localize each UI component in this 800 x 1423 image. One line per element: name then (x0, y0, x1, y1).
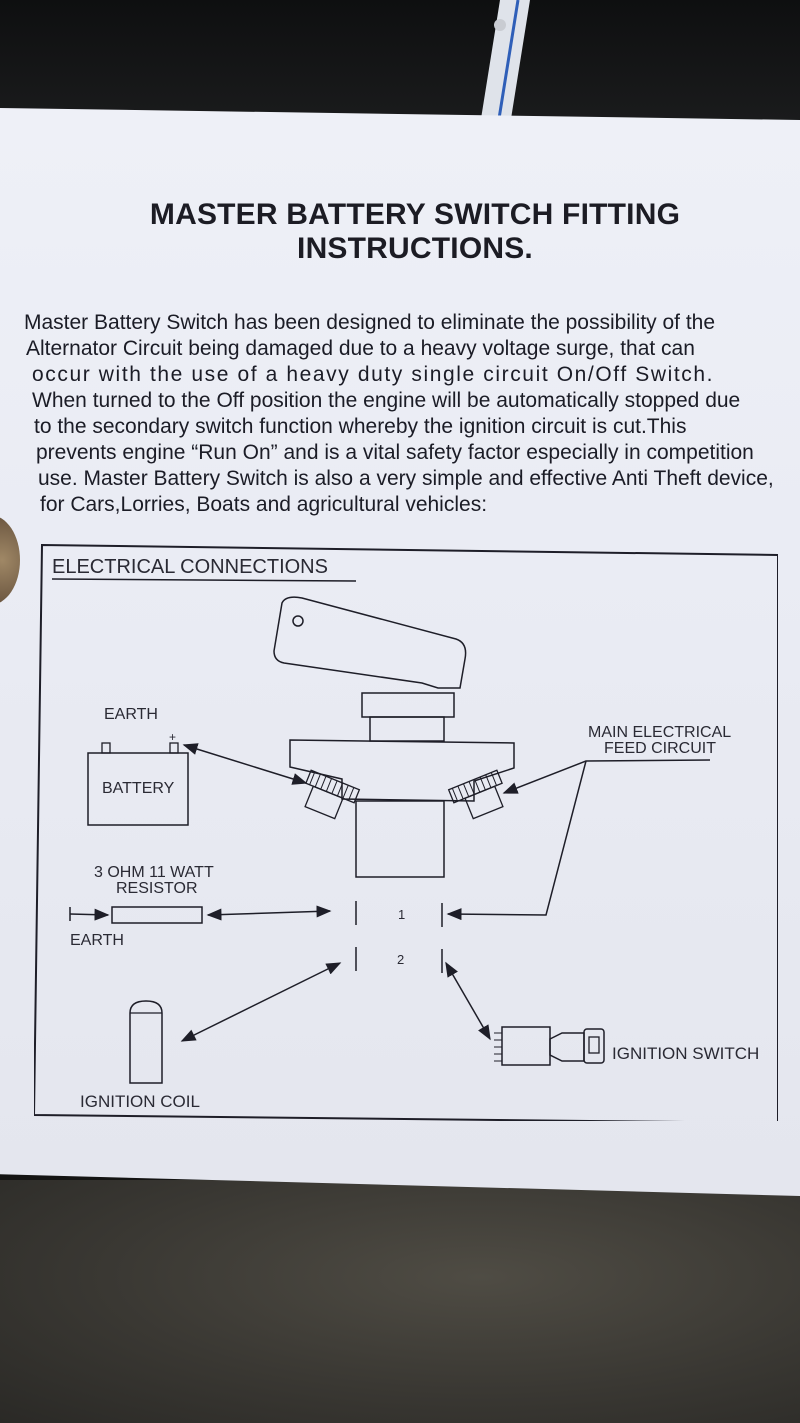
description-paragraph: Master Battery Switch has been designed … (24, 310, 800, 518)
instruction-sheet (0, 108, 800, 1196)
paragraph-line: When turned to the Off position the engi… (32, 389, 741, 412)
switch-base (355, 800, 445, 878)
ignition-wire (445, 961, 491, 1041)
main-feed-label-2: FEED CIRCUIT (604, 740, 716, 757)
dark-background (0, 0, 800, 120)
ignition-switch-body (501, 1026, 551, 1066)
ignition-key-icon (549, 1032, 585, 1062)
paragraph-line: Master Battery Switch has been designed … (24, 311, 716, 334)
main-feed-wire-lower (446, 760, 587, 921)
page-title-line-1: MASTER BATTERY SWITCH FITTING (149, 198, 681, 231)
battery-label: BATTERY (102, 780, 175, 797)
resistor-icon (111, 906, 203, 924)
paragraph-line: use. Master Battery Switch is also a ver… (38, 467, 774, 490)
battery-negative-terminal (101, 742, 111, 754)
cable-icon (480, 0, 530, 125)
heading-underline (51, 578, 357, 582)
lever-hole-icon (292, 615, 304, 627)
coil-wire (180, 962, 342, 1042)
electrical-connections-diagram: ELECTRICAL CONNECTIONS EARTH + BATTERY M… (34, 543, 778, 1121)
ignition-coil-label: IGNITION COIL (80, 1092, 200, 1111)
ignition-coil-icon (129, 1000, 163, 1084)
terminal-right-icon (447, 769, 504, 820)
earth-wire (69, 908, 110, 921)
switch-collar (361, 692, 455, 718)
terminal-left-icon (304, 769, 361, 820)
resistor-label-2: RESISTOR (116, 880, 198, 897)
main-feed-label-1: MAIN ELECTRICAL (588, 724, 731, 741)
main-feed-wire (502, 759, 711, 794)
terminal-2-label: 2 (397, 952, 404, 967)
battery-plus-label: + (169, 730, 176, 744)
ignition-switch-label: IGNITION SWITCH (612, 1044, 759, 1063)
battery-icon (87, 752, 189, 826)
earth-label-bottom: EARTH (70, 932, 124, 949)
resistor-label-1: 3 OHM 11 WATT (94, 864, 214, 881)
resistor-wire (206, 905, 332, 921)
thumb (0, 515, 20, 605)
terminal-1-label: 1 (398, 907, 405, 922)
floor-background (0, 1180, 800, 1423)
paragraph-line: occur with the use of a heavy duty singl… (32, 363, 715, 386)
paragraph-line: prevents engine “Run On” and is a vital … (36, 441, 754, 464)
earth-label-top: EARTH (104, 706, 158, 723)
battery-positive-terminal (169, 742, 179, 754)
paragraph-line: to the secondary switch function whereby… (34, 415, 687, 438)
page-title-line-2: INSTRUCTIONS. (297, 232, 533, 265)
switch-neck (369, 716, 445, 742)
diagram-heading: ELECTRICAL CONNECTIONS (52, 556, 328, 578)
diagram-frame (34, 543, 778, 1121)
paragraph-line: for Cars,Lorries, Boats and agricultural… (40, 493, 488, 516)
switch-lever-icon (273, 596, 467, 689)
battery-feed-wire (182, 743, 308, 785)
paragraph-line: Alternator Circuit being damaged due to … (26, 337, 695, 360)
